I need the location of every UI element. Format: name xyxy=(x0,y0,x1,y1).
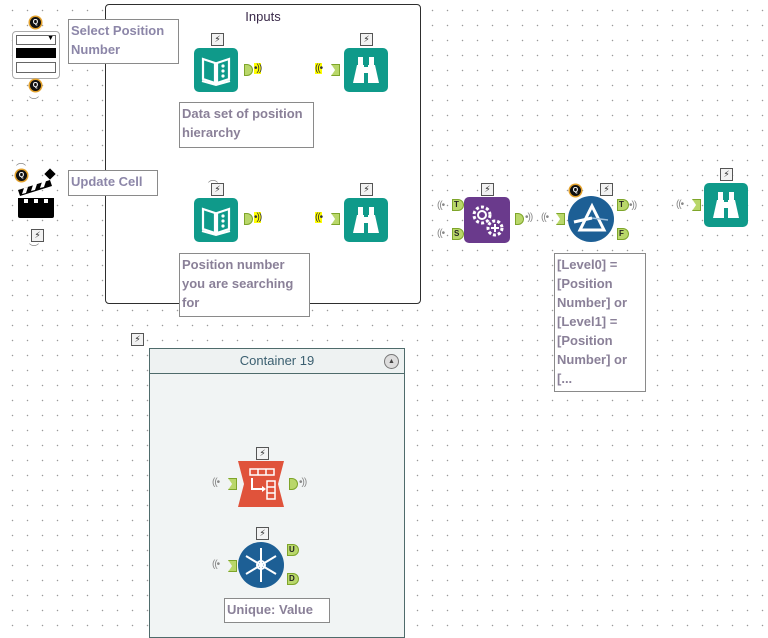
connection-wave-icon: ((• xyxy=(541,212,549,223)
question-icon: Q xyxy=(16,170,27,181)
target-anchor[interactable]: T xyxy=(452,199,464,211)
filter-tool[interactable] xyxy=(568,196,614,242)
inputs-container-title: Inputs xyxy=(245,9,281,24)
connection-wave-icon: ((• xyxy=(315,63,323,74)
question-icon: Q xyxy=(30,80,41,91)
connection-wave-icon: ︵ xyxy=(16,157,26,168)
annotation-position-number: Position number you are searching for xyxy=(179,253,310,317)
output-anchor[interactable] xyxy=(289,478,298,490)
output-anchor[interactable] xyxy=(244,213,253,225)
source-anchor[interactable]: S xyxy=(452,228,464,240)
append-fields-tool[interactable] xyxy=(464,197,510,243)
bolt-icon: ⚡ xyxy=(31,229,44,242)
dropdown-tool[interactable]: ▼ xyxy=(12,31,60,79)
binoculars-icon xyxy=(713,192,739,218)
bolt-icon: ⚡ xyxy=(720,168,733,181)
connection-wave-icon: ((• xyxy=(212,477,220,488)
connection-wave-icon: •)) xyxy=(525,212,533,223)
annotation-filter-expression: [Level0] = [Position Number] or [Level1]… xyxy=(554,253,646,392)
gears-plus-icon xyxy=(472,205,504,237)
binoculars-icon xyxy=(353,207,379,233)
annotation-update-cell: Update Cell xyxy=(68,170,158,196)
transpose-icon xyxy=(238,461,284,507)
bolt-icon: ⚡ xyxy=(481,183,494,196)
book-icon xyxy=(201,207,231,237)
book-icon xyxy=(201,57,231,87)
unique-tool[interactable] xyxy=(238,542,284,588)
connection-wave-icon: ((• xyxy=(676,199,684,210)
connection-wave-icon: •)) xyxy=(629,200,637,211)
connection-wave-icon: ((• xyxy=(437,228,445,239)
bolt-icon: ⚡ xyxy=(131,333,144,346)
connection-wave-icon: ((• xyxy=(212,559,220,570)
bolt-icon: ⚡ xyxy=(360,183,373,196)
binoculars-icon xyxy=(353,57,379,83)
annotation-dataset-hierarchy: Data set of position hierarchy xyxy=(179,102,314,148)
bolt-icon: ⚡ xyxy=(211,33,224,46)
connection-wave-icon: ︵ xyxy=(208,174,218,185)
text-input-tool-2[interactable] xyxy=(194,198,238,242)
browse-tool-3[interactable] xyxy=(704,183,748,227)
annotation-unique: Unique: Value xyxy=(224,598,330,623)
unique-anchor[interactable]: U xyxy=(287,544,299,556)
container-19-title: Container 19 xyxy=(239,353,315,368)
question-icon: Q xyxy=(570,185,581,196)
input-anchor[interactable] xyxy=(692,199,701,211)
annotation-select-position: Select Position Number xyxy=(68,19,179,64)
bolt-icon: ⚡ xyxy=(360,33,373,46)
connection-wave-icon: ︶ xyxy=(29,244,39,255)
browse-tool-2[interactable] xyxy=(344,198,388,242)
bolt-icon: ⚡ xyxy=(600,183,613,196)
action-tool[interactable] xyxy=(16,168,58,220)
connection-wave-icon: •)) xyxy=(254,63,262,74)
chevron-down-icon: ▼ xyxy=(47,35,54,42)
question-icon: Q xyxy=(30,17,41,28)
connection-wave-icon: •)) xyxy=(254,212,262,223)
input-anchor[interactable] xyxy=(556,213,565,225)
text-input-tool-1[interactable] xyxy=(194,48,238,92)
clapperboard-icon xyxy=(18,168,56,218)
connection-wave-icon: ((• xyxy=(315,212,323,223)
bolt-icon: ⚡ xyxy=(211,183,224,196)
snowflake-icon xyxy=(245,548,277,582)
false-anchor[interactable]: F xyxy=(617,228,629,240)
duplicate-anchor[interactable]: D xyxy=(287,573,299,585)
prism-icon xyxy=(573,202,609,232)
true-anchor[interactable]: T xyxy=(617,199,629,211)
transpose-tool[interactable] xyxy=(238,461,284,507)
connection-wave-icon: ︶ xyxy=(29,97,39,108)
bolt-icon: ⚡ xyxy=(256,447,269,460)
chevron-up-icon[interactable]: ▲ xyxy=(384,354,399,369)
connection-wave-icon: ((• xyxy=(437,200,445,211)
output-anchor[interactable] xyxy=(244,64,253,76)
browse-tool-1[interactable] xyxy=(344,48,388,92)
bolt-icon: ⚡ xyxy=(256,527,269,540)
container-19-header[interactable]: Container 19 ▲ xyxy=(150,349,404,374)
output-anchor[interactable] xyxy=(515,213,524,225)
connection-wave-icon: •)) xyxy=(299,477,307,488)
